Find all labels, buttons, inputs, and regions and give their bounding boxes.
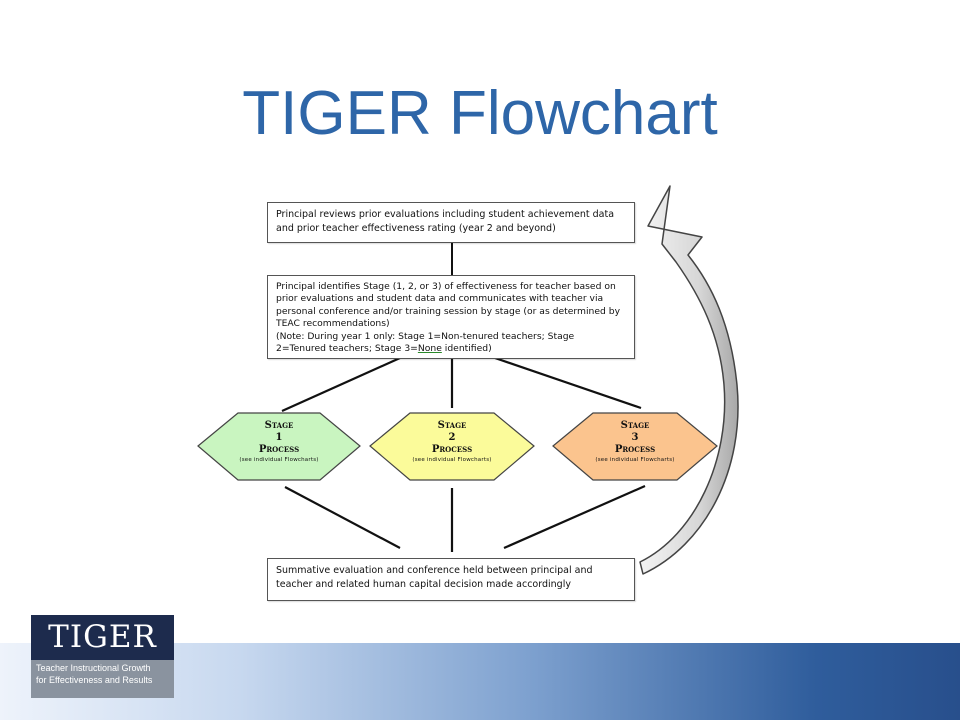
stage-2-hexagon [369,412,535,481]
stage-1-label: Stage 1 Process (see individual Flowchar… [230,420,328,465]
stage-1-stage-label: Stage [264,420,294,431]
stage-1-note: (see individual Flowcharts) [239,457,319,463]
logo-name: TIGER [31,615,174,660]
identify-stage-box: Principal identifies Stage (1, 2, or 3) … [267,275,635,359]
stage-1-hexagon [197,412,361,481]
stage-1-process-label: Process [258,444,300,455]
stage-2-label: Stage 2 Process (see individual Flowchar… [403,420,501,465]
logo-tagline-line2: for Effectiveness and Results [36,674,153,685]
review-text: Principal reviews prior evaluations incl… [276,209,615,234]
logo-tagline-line1: Teacher Instructional Growth [36,663,151,673]
stage-3-note: (see individual Flowcharts) [595,457,675,463]
identify-main-text: Principal identifies Stage (1, 2, or 3) … [276,281,621,330]
connector-identify-to-stage1 [281,356,401,413]
review-box: Principal reviews prior evaluations incl… [267,202,635,243]
summative-text: Summative evaluation and conference held… [276,565,593,590]
identify-note-none: None [417,343,442,355]
identify-note-suffix: identified) [441,343,492,355]
stage-3-label: Stage 3 Process (see individual Flowchar… [586,420,684,465]
stage-2-number: 2 [448,432,456,443]
stage-2-stage-label: Stage [437,420,467,431]
identify-note: (Note: During year 1 only: Stage 1=Non-t… [276,331,626,356]
connector-stage1-to-summative [284,486,401,549]
stage-2-process-label: Process [431,444,473,455]
tiger-logo: TIGER Teacher Instructional Growth for E… [31,615,174,698]
summative-box: Summative evaluation and conference held… [267,558,635,601]
identify-note-prefix: (Note: During year 1 only: Stage 1=Non-t… [276,330,575,355]
logo-tagline: Teacher Instructional Growth for Effecti… [31,660,174,698]
stage-3-stage-label: Stage [620,420,650,431]
stage-1-number: 1 [275,432,283,443]
stage-3-process-label: Process [614,444,656,455]
connector-stage3-to-summative [503,484,646,550]
return-arrow [639,185,739,575]
stage-3-number: 3 [631,432,639,443]
page-title: TIGER Flowchart [242,79,718,148]
connector-identify-to-stage3 [494,356,642,410]
stage-2-note: (see individual Flowcharts) [412,457,492,463]
stage-3-hexagon [552,412,718,481]
